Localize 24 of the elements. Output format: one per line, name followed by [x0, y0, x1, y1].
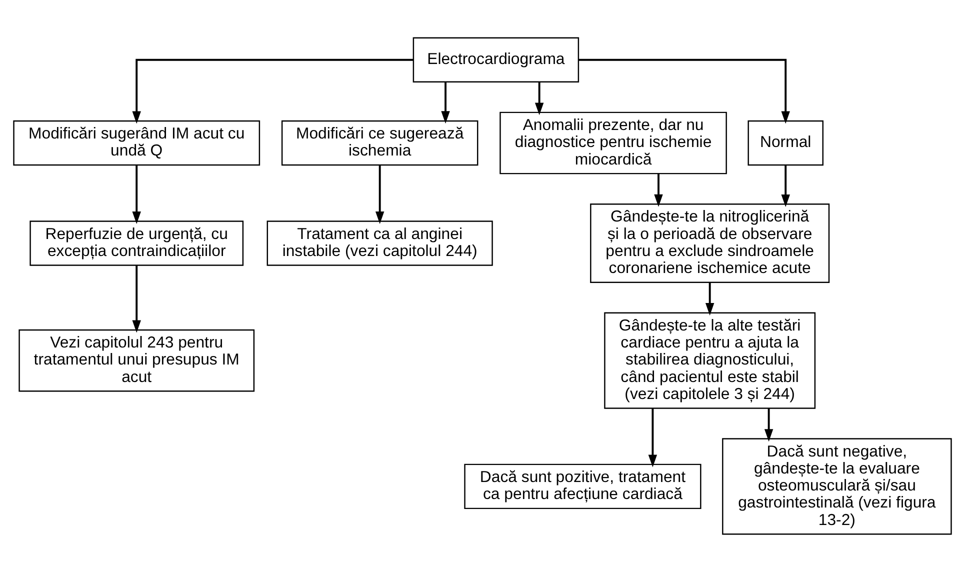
arrow — [764, 408, 774, 442]
arrow — [132, 58, 414, 124]
arrow — [648, 408, 658, 467]
node-box: Modificări ce sugerează ischemia — [281, 120, 478, 166]
arrow — [132, 164, 141, 224]
arrow — [534, 82, 544, 115]
node-box: Normal — [748, 120, 824, 166]
node-box: Gândește-te la alte testări cardiace pentru a ajuta la stabilirea diagnosticului, când pacientul este stabil (vezi capitolele 3 și 244) — [604, 312, 816, 408]
node-box: Vezi capitolul 243 pentru tratamentul unui presupus IM acut — [18, 328, 255, 392]
node-box: Anomalii prezente, dar nu diagnostice pentru ischemie miocardică — [500, 111, 727, 174]
node-box: Tratament ca al anginei instabile (vezi capitolul 244) — [266, 220, 493, 266]
arrow — [375, 164, 384, 224]
node-box: Dacă sunt pozitive, tratament ca pentru afecțiune cardiacă — [464, 463, 702, 509]
arrow — [441, 82, 450, 124]
node-box: Reperfuzie de urgență, cu excepția contraindicațiilor — [30, 220, 244, 266]
node-box: Modificări sugerând IM acut cu undă Q — [13, 120, 260, 166]
arrow — [705, 282, 714, 315]
node-box: Dacă sunt negative, gândește-te la evaluare osteomusculară și/sau gastrointestinală (vezi figura 13-2) — [722, 438, 952, 534]
arrow — [578, 58, 790, 124]
arrow — [781, 164, 790, 207]
arrow — [654, 173, 663, 206]
node-box: Gândește-te la nitroglicerină și la o perioadă de observare pentru a exclude sindroamele coronariene ischemice acute — [590, 203, 830, 282]
node-box: Electrocardiograma — [412, 36, 580, 82]
arrow — [132, 264, 141, 332]
